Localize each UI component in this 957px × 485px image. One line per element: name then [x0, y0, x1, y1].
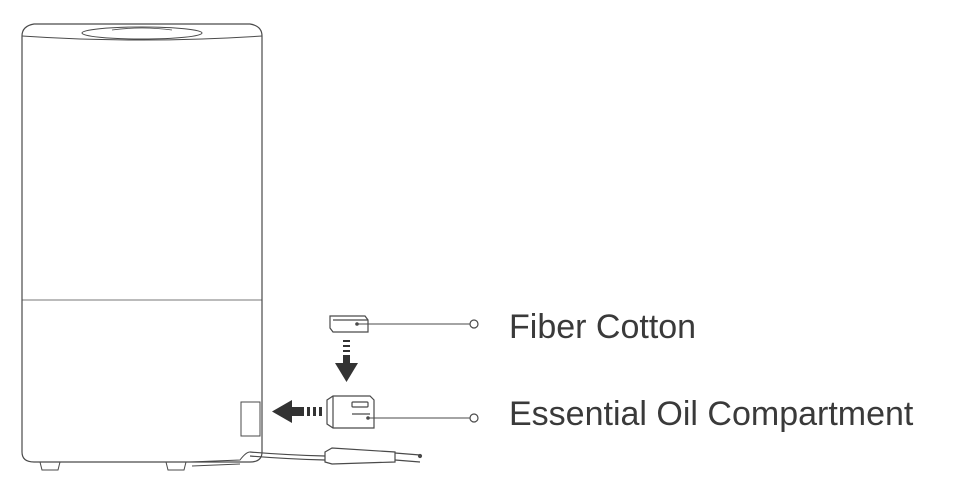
fiber-cotton-label: Fiber Cotton	[509, 308, 697, 346]
essential-oil-compartment-icon	[326, 395, 375, 429]
arrow-down-icon	[335, 340, 358, 382]
essential-oil-compartment-label: Essential Oil Compartment	[509, 395, 914, 433]
arrow-left-icon	[272, 400, 322, 423]
humidifier-body	[21, 23, 263, 471]
fiber-cotton-leader-line	[355, 319, 479, 329]
fiber-cotton-icon	[329, 315, 369, 333]
power-cord	[249, 447, 423, 465]
oil-compartment-leader-line	[366, 413, 479, 423]
